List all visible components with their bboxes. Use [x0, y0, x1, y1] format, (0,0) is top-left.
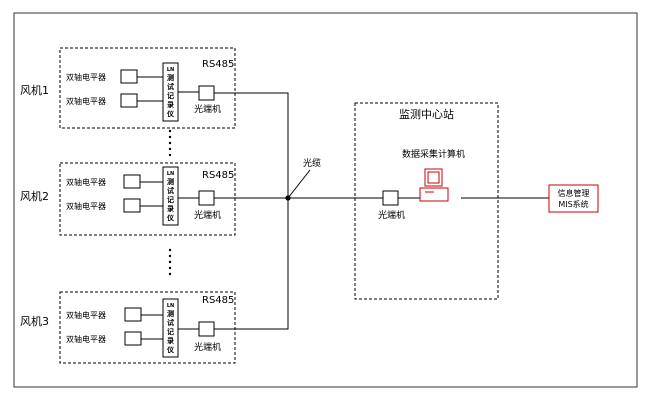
turbine-1-recorder-line-3: 试	[167, 82, 174, 91]
mis-label-line-2: MIS系统	[558, 199, 588, 209]
turbine-1-sensor-2	[120, 93, 138, 108]
mis-box	[548, 184, 599, 213]
turbine-1-sensor-2-label: 双轴电平器	[66, 96, 106, 106]
turbine-2-group: 风机2 双轴电平器 双轴电平器 LN 测 试 记 录 仪 RS485 光端机	[20, 162, 236, 236]
mis-system: 信息管理 MIS系统	[548, 184, 599, 213]
fiber-label-leader	[287, 169, 311, 199]
center-converter-label: 光端机	[378, 209, 405, 221]
turbine-2-recorder	[162, 166, 179, 226]
turbine-3-recorder-line-2: 测	[167, 309, 174, 318]
turbine-2-label: 风机2	[20, 189, 49, 203]
turbine-2-rs485-label: RS485	[202, 170, 234, 181]
turbine-1-converter	[198, 85, 215, 101]
turbine-3-sensor-2-label: 双轴电平器	[66, 334, 106, 344]
outer-frame	[13, 12, 638, 388]
turbine-2-recorder-line-4: 记	[167, 195, 174, 204]
turbine-2-sensor-1	[123, 174, 141, 189]
turbine-3-boundary	[59, 291, 236, 364]
fiber-label: 光缆	[303, 157, 321, 169]
fiber-trunk-line	[214, 92, 289, 330]
turbine-3-converter	[198, 321, 215, 337]
turbine-2-boundary	[59, 162, 236, 236]
computer-icon	[419, 168, 449, 202]
turbine-1-recorder-line-6: 仪	[166, 110, 175, 118]
turbine-1-recorder-line-2: 测	[167, 73, 174, 82]
center-converter	[382, 190, 399, 206]
turbine-3-recorder	[162, 298, 179, 358]
turbine-3-sensor-1-label: 双轴电平器	[66, 310, 106, 320]
turbine-2-sensor-2	[123, 198, 141, 213]
turbine-1-recorder-line-5: 录	[167, 101, 174, 109]
turbine-3-label: 风机3	[20, 314, 49, 328]
turbine-2-recorder-line-3: 试	[167, 186, 174, 195]
turbine-3-sensor-2	[124, 331, 142, 346]
turbine-2-recorder-line-6: 仪	[166, 214, 175, 222]
turbine-3-recorder-line-5: 录	[167, 337, 174, 345]
turbine-1-sensor-1-label: 双轴电平器	[66, 72, 106, 82]
fiber-network	[214, 92, 383, 330]
turbine-2-converter	[198, 190, 215, 206]
ellipsis-dots-1	[168, 129, 172, 157]
turbine-3-sensor-1	[124, 307, 142, 322]
computer-label: 数据采集计算机	[402, 148, 465, 160]
turbine-1-boundary	[59, 47, 236, 129]
ellipsis-dots-2	[168, 248, 172, 276]
turbine-3-converter-label: 光端机	[194, 341, 221, 353]
turbine-3-recorder-line-1: LN	[167, 303, 174, 309]
turbine-1-label: 风机1	[20, 83, 49, 97]
turbine-3-rs485-label: RS485	[202, 295, 234, 306]
turbine-1-rs485-label: RS485	[202, 59, 234, 70]
monitoring-center-title: 监测中心站	[399, 107, 454, 121]
fiber-junction-dot	[285, 195, 291, 201]
turbine-3-recorder-line-6: 仪	[166, 346, 175, 354]
turbine-2-sensor-1-label: 双轴电平器	[66, 177, 106, 187]
turbine-1-recorder-line-4: 记	[167, 91, 174, 100]
turbine-3-recorder-line-4: 记	[167, 327, 174, 336]
monitoring-center-boundary	[354, 102, 499, 300]
turbine-2-converter-label: 光端机	[194, 209, 221, 221]
turbine-2-sensor-2-label: 双轴电平器	[66, 201, 106, 211]
turbine-2-recorder-line-5: 录	[167, 205, 174, 213]
turbine-1-converter-label: 光端机	[194, 103, 221, 115]
turbine-3-group: 风机3 双轴电平器 双轴电平器 LN 测 试 记 录 仪 RS485 光端机	[20, 291, 236, 364]
turbine-3-recorder-line-3: 试	[167, 318, 174, 327]
turbine-2-recorder-line-2: 测	[167, 177, 174, 186]
turbine-1-recorder-line-1: LN	[167, 67, 174, 73]
monitoring-center: 监测中心站 数据采集计算机 光端机	[354, 102, 499, 300]
turbine-1-group: 风机1 双轴电平器 双轴电平器 LN 测 试 记 录 仪 RS485 光端机	[20, 47, 236, 129]
turbine-1-sensor-1	[120, 69, 138, 84]
turbine-2-recorder-line-1: LN	[167, 171, 174, 177]
mis-label-line-1: 信息管理	[558, 188, 590, 198]
